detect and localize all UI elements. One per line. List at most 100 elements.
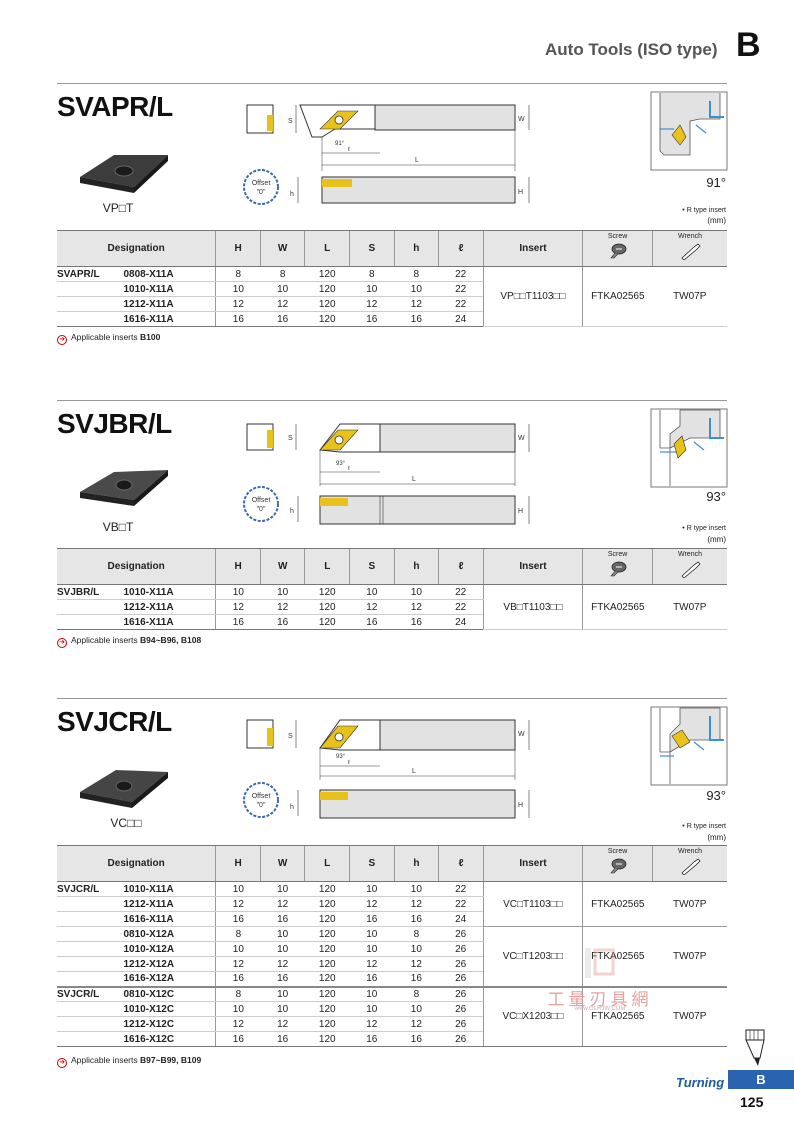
cutting-direction-diagram (650, 706, 728, 786)
svg-text:Offset: Offset (252, 180, 271, 187)
section-title: SVJBR/L (57, 408, 172, 439)
turning-tool-icon (745, 1029, 765, 1066)
unit-note: (mm) (707, 216, 726, 225)
insert-cell: VC□T1203□□ (482, 926, 583, 987)
applicable-inserts-link[interactable]: ➔Applicable inserts B100 (57, 332, 160, 345)
svg-text:h: h (290, 191, 294, 198)
page-header-letter: B (736, 26, 761, 64)
insert-code: VP□T (102, 201, 134, 215)
page-header-title: Auto Tools (ISO type) (545, 40, 718, 59)
cutting-direction-diagram (650, 408, 728, 488)
svg-text:S: S (288, 118, 293, 125)
wrench-cell: TW07P (652, 266, 727, 327)
insert-photo (80, 470, 168, 506)
holder-diagram: S W 91° ℓ L Offset "0" h H (243, 104, 530, 205)
col-H: H (215, 230, 261, 267)
arrow-icon: ➔ (57, 638, 67, 648)
insert-code: VB□T (102, 520, 134, 534)
r-type-note: • R type insert (682, 207, 726, 214)
svg-text:"0": "0" (257, 189, 266, 196)
screw-cell: FTKA02565 (582, 266, 653, 327)
svg-text:W: W (518, 435, 525, 442)
insert-cell: VB□T1103□□ (482, 584, 583, 630)
svg-text:Offset: Offset (252, 793, 271, 800)
col-wrench: Wrench (651, 230, 727, 267)
svg-text:93°: 93° (336, 754, 346, 760)
insert-cell: VC□T1103□□ (482, 881, 583, 927)
unit-note: (mm) (707, 535, 726, 544)
svg-text:h: h (290, 508, 294, 515)
approach-angle: 93° (706, 788, 726, 803)
col-S: S (349, 230, 395, 267)
holder-diagram: S W 93° ℓ L Offset "0" h H (243, 423, 530, 525)
wrench-cell: TW07P (652, 985, 727, 1047)
screw-cell: FTKA02565 (582, 881, 653, 927)
spec-table: Designation H W L S h ℓ Insert Screw Wre… (57, 548, 727, 630)
screw-icon (609, 243, 626, 259)
svg-text:H: H (518, 802, 523, 809)
insert-cell: VP□□T1103□□ (482, 266, 583, 327)
footer-section-tab[interactable]: B (728, 1070, 794, 1089)
applicable-inserts-link[interactable]: ➔Applicable inserts B97~B99, B109 (57, 1055, 201, 1068)
watermark-text: 工量刃具網 (547, 990, 653, 1010)
wrench-icon (681, 858, 701, 875)
col-insert: Insert (482, 230, 583, 267)
col-screw: Screw (582, 230, 653, 267)
col-l: ℓ (438, 230, 484, 267)
wrench-icon (681, 561, 701, 578)
table-header-row: Designation H W L S h ℓ Insert Screw Wre… (57, 548, 727, 585)
applicable-inserts-link[interactable]: ➔Applicable inserts B94~B96, B108 (57, 635, 201, 648)
approach-angle: 91° (706, 175, 726, 190)
svg-text:"0": "0" (257, 802, 266, 809)
arrow-icon: ➔ (57, 1058, 67, 1068)
col-designation: Designation (57, 230, 216, 267)
svg-text:H: H (518, 189, 523, 196)
table-header-row: Designation H W L S h ℓ Insert Screw Wre… (57, 230, 727, 267)
svg-text:ℓ: ℓ (348, 465, 350, 472)
screw-cell: FTKA02565 (582, 985, 653, 1047)
diagram-angle-label: 91° (335, 141, 345, 147)
holder-diagram: S W 93° ℓ L Offset "0" h H (243, 719, 530, 819)
table-header-row: Designation H W L S h ℓ Insert Screw Wre… (57, 845, 727, 882)
spec-table: Designation H W L S h ℓ Insert Screw Wre… (57, 230, 727, 327)
screw-cell: FTKA02565 (582, 926, 653, 987)
wrench-cell: TW07P (652, 881, 727, 927)
footer-section-label: Turning (676, 1075, 725, 1090)
svg-text:W: W (518, 116, 525, 123)
screw-icon (609, 561, 626, 577)
screw-cell: FTKA02565 (582, 584, 653, 630)
svg-text:Offset: Offset (252, 497, 271, 504)
svg-text:L: L (412, 476, 416, 483)
watermark-logo (585, 948, 615, 978)
watermark-url: www.GLRJW.COM (574, 1006, 626, 1012)
wrench-cell: TW07P (652, 584, 727, 630)
svg-text:S: S (288, 733, 293, 740)
svg-text:S: S (288, 435, 293, 442)
svg-text:93°: 93° (336, 461, 346, 467)
wrench-icon (681, 243, 701, 260)
section-title: SVAPR/L (57, 91, 173, 122)
svg-text:W: W (518, 731, 525, 738)
svg-text:L: L (415, 157, 419, 164)
cutting-direction-diagram (650, 91, 728, 171)
section-title: SVJCR/L (57, 706, 172, 737)
approach-angle: 93° (706, 489, 726, 504)
r-type-note: • R type insert (682, 525, 726, 532)
r-type-note: • R type insert (682, 823, 726, 830)
unit-note: (mm) (707, 833, 726, 842)
screw-icon (609, 858, 626, 874)
